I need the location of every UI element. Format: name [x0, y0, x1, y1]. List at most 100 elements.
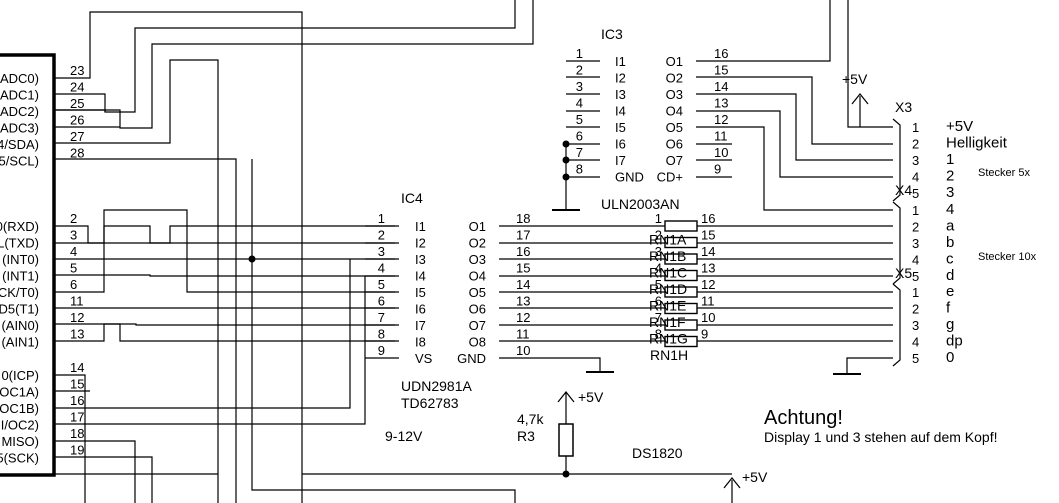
- mcu-pin-name: (INT0): [2, 252, 39, 267]
- ic3-pin-name: I5: [615, 120, 626, 135]
- x5-pin-label: e: [946, 283, 954, 300]
- mcu-pin-name: OC1A): [0, 385, 39, 400]
- vs-label: 9-12V: [385, 428, 423, 444]
- ic3-pin-name: I1: [615, 54, 626, 69]
- ic3-pin-number: 14: [714, 79, 728, 94]
- ic3-pin-name: CD+: [657, 170, 683, 185]
- ic3-pins: 1I12I23I34I45I56I67I78GND16O115O214O313O…: [576, 46, 729, 185]
- r3-value: 4,7k: [517, 411, 544, 427]
- x5-pin-label: f: [946, 300, 951, 317]
- mcu-pin-number: 19: [70, 443, 84, 458]
- ds-ref: DS1820: [632, 445, 683, 461]
- ic3-pin-name: GND: [615, 170, 644, 185]
- x4-pin-label: c: [946, 251, 954, 268]
- x3-pin-label: 2: [946, 168, 954, 185]
- ic4-pin-number: 9: [378, 343, 385, 358]
- x3-pin-label: 1: [946, 151, 954, 168]
- x5-pin-label: 0: [946, 349, 954, 366]
- x3-pin-label: +5V: [946, 118, 973, 135]
- ic3-pin-number: 9: [714, 162, 721, 177]
- ic3-pin-number: 4: [576, 96, 583, 111]
- mcu-pin-number: 23: [70, 63, 84, 78]
- x4-pin-number: 5: [912, 269, 919, 284]
- x5-pin-label: dp: [946, 333, 963, 350]
- mcu-pin-name: ADC2): [0, 104, 39, 119]
- ic4-pins: 1I12I23I34I45I56I67I78I89VS18O117O216O31…: [378, 211, 531, 366]
- mcu-pin-number: 17: [70, 410, 84, 425]
- x5-bracket: [892, 283, 901, 367]
- ic3-pin-name: O2: [666, 71, 683, 86]
- x5-pin-number: 3: [912, 318, 919, 333]
- ic4-pin-name: O8: [469, 335, 486, 350]
- ic4-pin-number: 4: [378, 261, 385, 276]
- mcu-pin-name: ADC0): [0, 71, 39, 86]
- x5-pin-number: 4: [912, 335, 919, 350]
- ic4-pin-number: 11: [516, 327, 530, 342]
- mcu-pin-number: 26: [70, 113, 84, 128]
- mcu-pin-number: 6: [70, 277, 77, 292]
- ic4-part1: UDN2981A: [401, 378, 472, 394]
- ic4-pin-number: 15: [516, 261, 530, 276]
- x4-pin-number: 2: [912, 220, 919, 235]
- ic3-output-wiring: [696, 0, 893, 211]
- ic3-ref: IC3: [601, 26, 623, 42]
- x4-pin-label: d: [946, 267, 954, 284]
- rn1-pin-number: 12: [701, 277, 715, 292]
- mcu-pin-name: 0(ICP): [1, 368, 39, 383]
- mcu-pin-name: MISO): [1, 434, 39, 449]
- mcu-pin-number: 18: [70, 426, 84, 441]
- x4-pin-label: 4: [946, 201, 954, 218]
- mcu-pin-name: 5/SCL): [0, 154, 39, 169]
- ic3-pin-number: 3: [576, 79, 583, 94]
- ic4-pin-name: I8: [415, 335, 426, 350]
- junction-dot: [562, 470, 570, 478]
- x4-pin-number: 4: [912, 253, 919, 268]
- rn1-pin-number: 7: [655, 310, 662, 325]
- ic3-pin-number: 6: [576, 129, 583, 144]
- mcu-pin-number: 3: [70, 228, 77, 243]
- mcu-pin-name: CK/T0): [0, 285, 39, 300]
- ic3-pin-number: 16: [714, 46, 728, 61]
- mcu-pin-number: 25: [70, 96, 84, 111]
- ic4-pin-number: 6: [378, 294, 385, 309]
- mcu-pin-name: (INT1): [2, 269, 39, 284]
- rn1-pin-number: 15: [701, 228, 715, 243]
- ic3-pin-name: I6: [615, 137, 626, 152]
- mcu-chip: [0, 53, 56, 477]
- ic4-pin-name: I3: [415, 252, 426, 267]
- ic4-ref: IC4: [401, 190, 423, 206]
- x5-ref: X5: [895, 265, 912, 281]
- mcu-pin-number: 13: [70, 327, 84, 342]
- ic4-pin-number: 5: [378, 277, 385, 292]
- ic3-part: ULN2003AN: [601, 196, 680, 212]
- x3-pin-label: Helligkeit: [946, 135, 1008, 152]
- rn1-resistor-name: RN1F: [649, 314, 686, 330]
- ic4-pin-number: 17: [516, 228, 530, 243]
- x3-bracket: [892, 118, 901, 202]
- ic3-pin-name: O3: [666, 87, 683, 102]
- ic3-pin-number: 8: [576, 162, 583, 177]
- mcu-pin-number: 4: [70, 244, 77, 259]
- x5-pin-number: 5: [912, 351, 919, 366]
- rn1-pin-number: 11: [701, 294, 715, 309]
- rn1-pin-number: 16: [701, 211, 715, 226]
- vcc-label-r3: +5V: [578, 389, 604, 405]
- ic4-pin-number: 7: [378, 310, 385, 325]
- rn1-pin-number: 2: [655, 228, 662, 243]
- ic3-pin-number: 13: [714, 96, 728, 111]
- rn1-resistor: [664, 220, 698, 232]
- vcc-label-x3: +5V: [842, 71, 868, 87]
- x3-ref: X3: [895, 99, 912, 115]
- mcu-pin-name: ADC3): [0, 121, 39, 136]
- ic4-pin-number: 13: [516, 294, 530, 309]
- ic4-pin-name: O3: [469, 252, 486, 267]
- ic4-pin-number: 2: [378, 228, 385, 243]
- mcu-pin-name: 0(RXD): [0, 219, 39, 234]
- x4-note: Stecker 10x: [978, 251, 1037, 263]
- mcu-pin-name: L(TXD): [0, 236, 39, 251]
- mcu-pin-number: 11: [70, 294, 84, 309]
- ic4-pin-name: O2: [469, 236, 486, 251]
